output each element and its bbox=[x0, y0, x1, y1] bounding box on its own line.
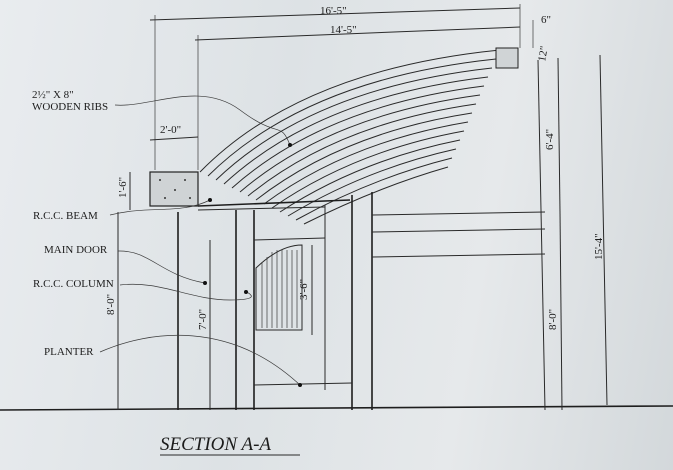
rib bbox=[287, 148, 457, 217]
rib bbox=[255, 112, 473, 201]
wooden-ribs bbox=[199, 49, 501, 225]
rib bbox=[303, 166, 449, 225]
rcc-beam-block bbox=[149, 171, 199, 207]
dim-total-height: 15'-4" bbox=[593, 233, 605, 260]
rib bbox=[239, 94, 481, 193]
rib bbox=[271, 130, 465, 209]
label-wooden-ribs: WOODEN RIBS bbox=[32, 101, 108, 113]
rib bbox=[223, 76, 489, 185]
dim-roof-span: 14'-5" bbox=[330, 24, 357, 36]
label-rcc-beam: R.C.C. BEAM bbox=[33, 210, 98, 222]
rib bbox=[295, 157, 453, 221]
label-rcc-column: R.C.C. COLUMN bbox=[33, 278, 114, 290]
ground-line bbox=[0, 405, 673, 411]
dim-left-height: 8'-0" bbox=[105, 294, 117, 315]
dim-beam-depth: 1'-6" bbox=[117, 177, 129, 198]
rib bbox=[279, 139, 461, 213]
dim-line-span bbox=[194, 26, 521, 41]
dim-door-height: 7'-0" bbox=[197, 309, 209, 330]
rib bbox=[263, 121, 469, 205]
rib-end-block bbox=[495, 47, 519, 69]
dim-rib-depth: 12" bbox=[536, 45, 551, 62]
rib bbox=[215, 67, 493, 181]
rib bbox=[247, 103, 477, 197]
section-title: SECTION A-A bbox=[160, 434, 271, 455]
label-main-door: MAIN DOOR bbox=[44, 244, 108, 256]
dim-right-height: 8'-0" bbox=[547, 309, 559, 330]
label-planter: PLANTER bbox=[44, 346, 94, 358]
rib bbox=[207, 58, 497, 177]
rib bbox=[231, 85, 485, 189]
rib bbox=[199, 49, 501, 173]
door-window bbox=[255, 244, 303, 331]
dim-window-height: 3'-6" bbox=[298, 279, 310, 300]
dim-overall-width: 16'-5" bbox=[320, 5, 347, 17]
dim-line-overall bbox=[149, 7, 521, 21]
dim-beam-width: 2'-0" bbox=[160, 124, 181, 136]
dim-overhang: 6" bbox=[541, 14, 551, 26]
dim-roof-rise: 6'-4" bbox=[544, 129, 556, 150]
label-ribs-size: 2½" X 8" bbox=[32, 89, 74, 101]
